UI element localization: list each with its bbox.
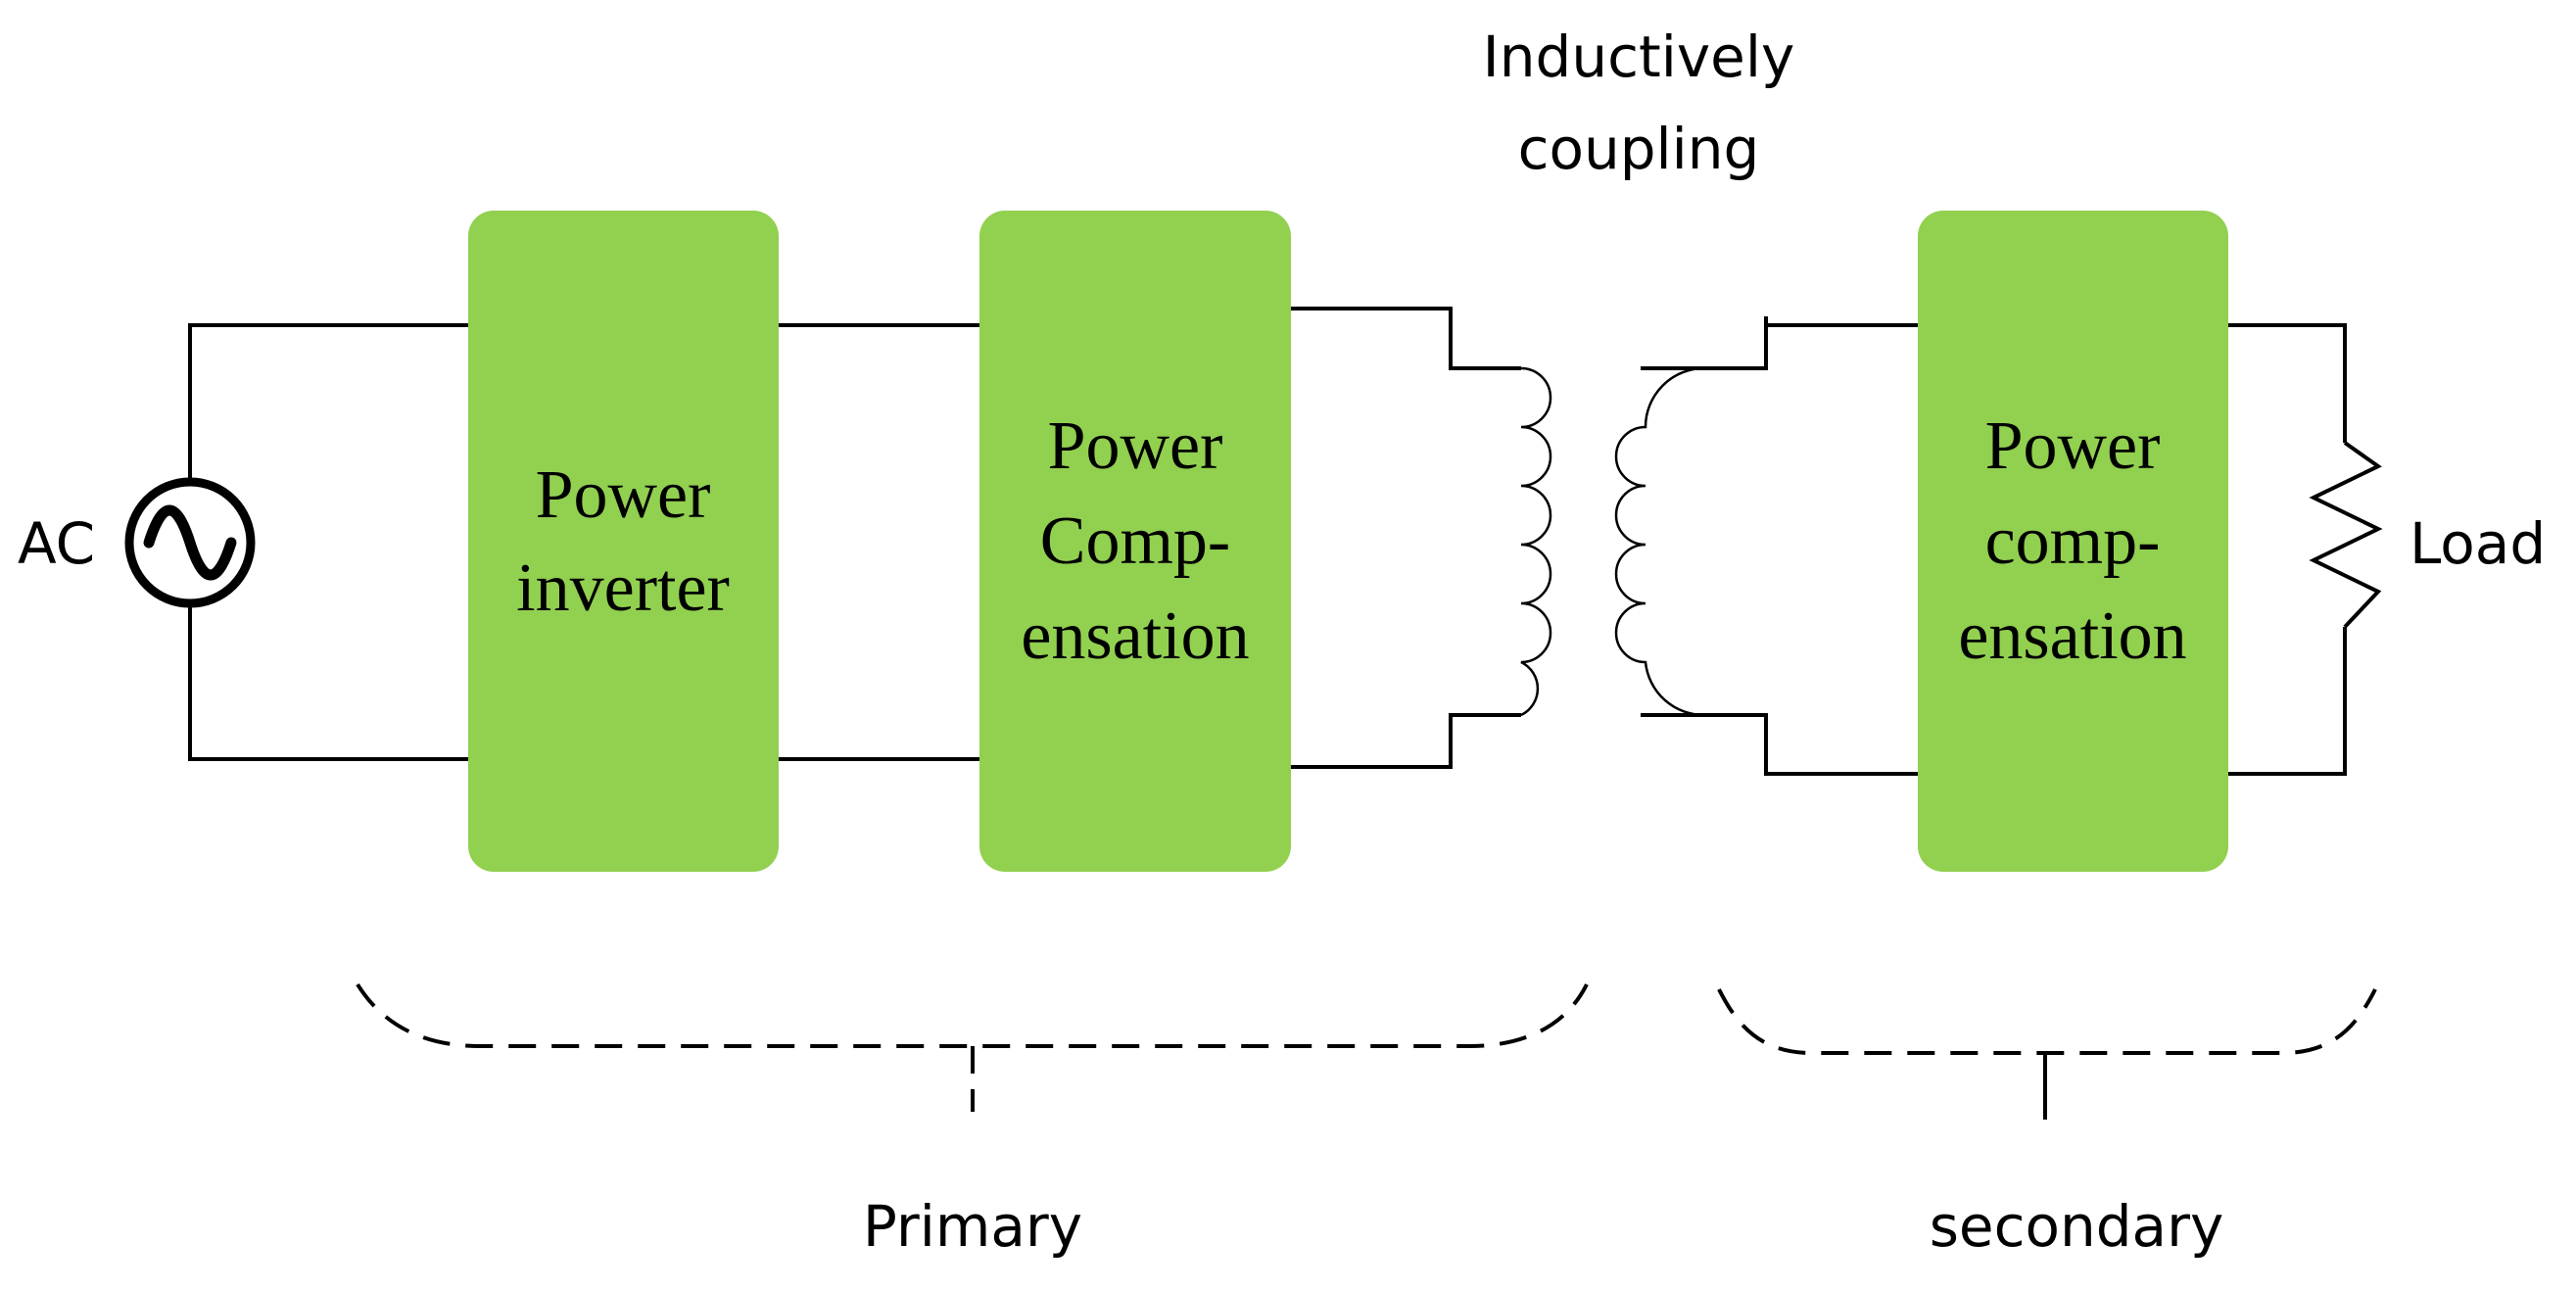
secondary-comp-label-line3: ensation [1958, 598, 2186, 674]
ac-source [124, 449, 256, 637]
secondary-comp-label-line2: comp- [1985, 503, 2161, 579]
load-resistor [2309, 441, 2383, 629]
wire-comp-load-bottom [2228, 627, 2347, 776]
load-label: Load [2409, 510, 2546, 577]
sine-wave-icon [143, 504, 237, 581]
primary-section-label: Primary [863, 1193, 1082, 1260]
secondary-comp-label-line1: Power [1985, 408, 2161, 484]
wire-comp-load-top [2228, 323, 2347, 443]
wire-coil-comp-top [1641, 323, 1918, 370]
inverter-label-line1: Power [536, 457, 711, 533]
wire-ac-top [188, 323, 468, 449]
wire-coil-comp-bottom [1641, 713, 1918, 776]
wire-comp-coil-top [1291, 307, 1521, 370]
coupling-label-line2: coupling [1518, 116, 1760, 182]
inverter-block [468, 211, 779, 872]
secondary-section-label: secondary [1930, 1193, 2224, 1260]
primary-comp-label-line3: ensation [1021, 598, 1249, 674]
coupling-label-line1: Inductively [1483, 24, 1795, 90]
inverter-label-line2: inverter [516, 550, 730, 626]
wire-ac-bottom [188, 637, 468, 761]
wire-comp-coil-bottom [1291, 713, 1521, 769]
secondary-coil [1614, 366, 1705, 717]
primary-comp-label-line2: Comp- [1040, 503, 1230, 579]
secondary-brace [1717, 988, 2377, 1055]
primary-brace [356, 982, 1589, 1048]
ac-label: AC [18, 510, 95, 577]
primary-comp-label-line1: Power [1048, 408, 1223, 484]
primary-coil [1520, 366, 1552, 717]
secondary-compensation-block [1918, 211, 2228, 872]
primary-compensation-block [979, 211, 1291, 872]
